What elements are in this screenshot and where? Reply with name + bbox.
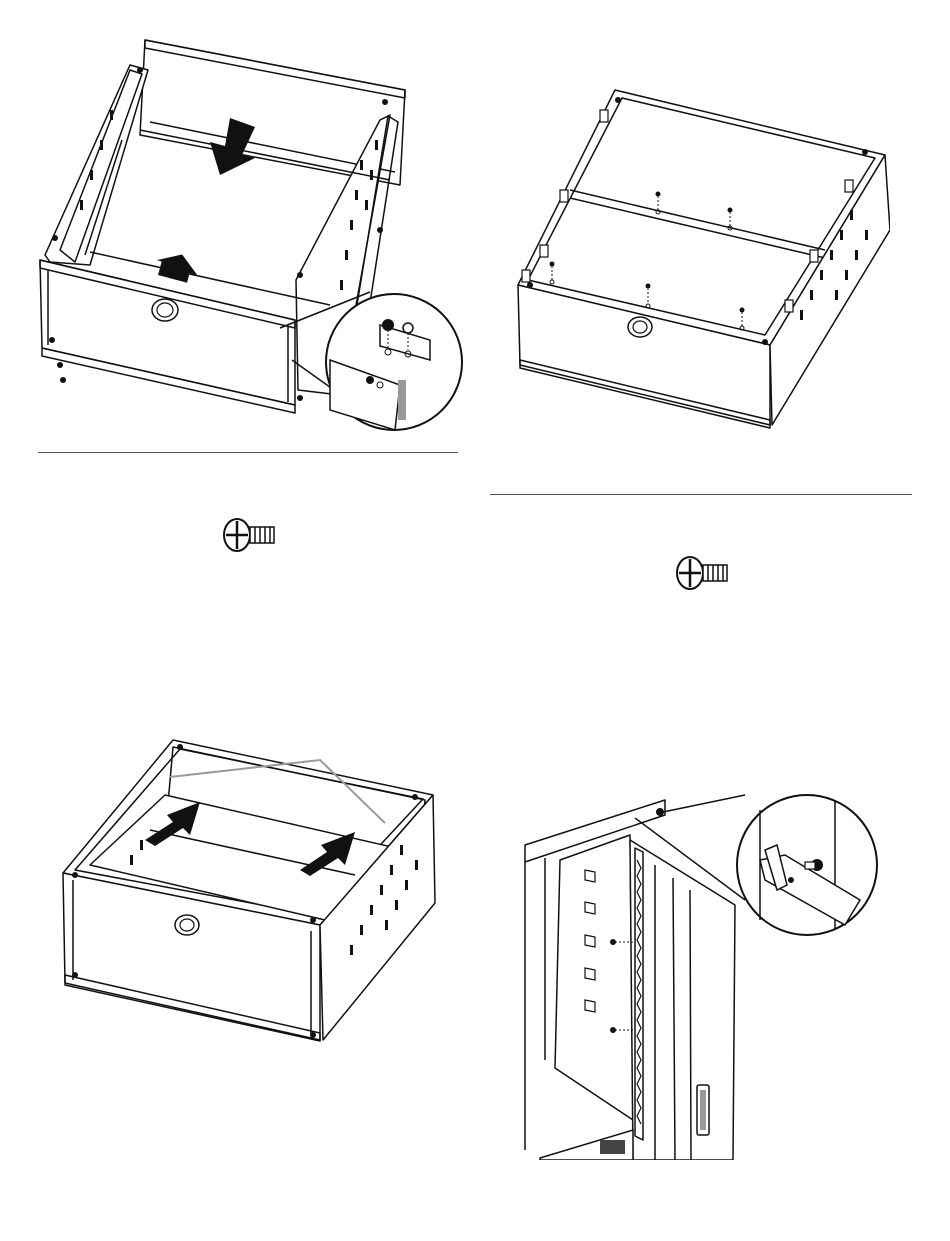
screw-icon (675, 553, 731, 593)
base-frame-drawing (30, 30, 470, 440)
bottom-panel-drawing (510, 80, 890, 430)
door-hinge-drawing (515, 790, 890, 1160)
screw-icon (222, 515, 278, 555)
step-divider (490, 494, 912, 495)
arrow-icon (153, 249, 201, 285)
zoom-callout (737, 795, 877, 935)
step-1-illustration (30, 30, 470, 440)
step-4-illustration (515, 790, 890, 1160)
slide-in-panel-drawing (55, 735, 445, 1045)
step-3-illustration (55, 735, 445, 1045)
step-divider (38, 452, 458, 453)
zoom-callout (326, 294, 462, 430)
step-2-illustration (510, 80, 890, 430)
